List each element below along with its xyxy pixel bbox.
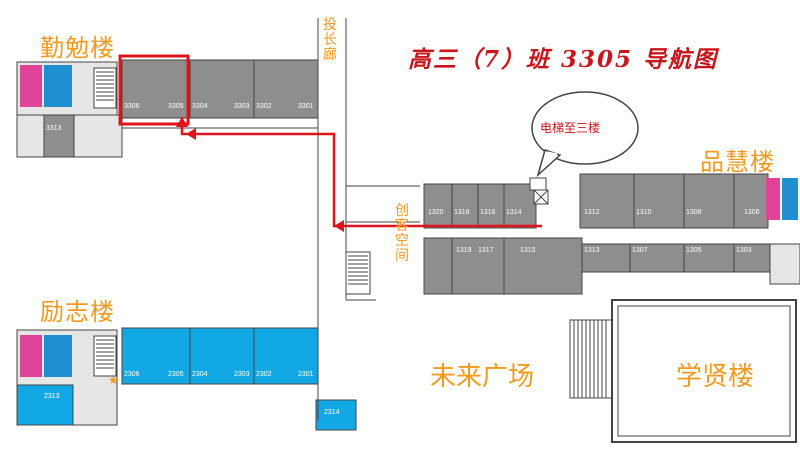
room-number: 3302 [256,103,272,110]
room-number: 1303 [736,247,752,254]
room-numbers-qinmian: 3306 3305 3304 3303 3302 3301 3313 [46,103,314,132]
future-plaza-label: 未来广场 [430,362,535,392]
building-label-qinmian: 勤勉楼 [40,34,115,62]
room-number: 1319 [456,247,472,254]
restroom-women-icon [20,65,42,107]
room-number: 2306 [124,371,140,378]
building-label-pinhui: 品慧楼 [700,148,775,176]
room-number: 2303 [234,371,250,378]
page-title: 高三（7）班 3305 导航图 [408,46,719,73]
room-2313 [16,384,74,426]
room-number: 1306 [744,209,760,216]
room-number: 2302 [256,371,272,378]
room-number: 2304 [192,371,208,378]
room-numbers-pinhui-north: 1320 1318 1316 1314 1312 1310 1308 1306 [428,209,760,216]
restroom-men-icon-3 [782,178,798,220]
room-number: 2301 [298,371,314,378]
highlight-box [118,54,190,126]
building-label-xuexian: 学贤楼 [676,362,755,392]
qinmian-building [16,59,319,158]
room-number: 2314 [324,409,340,416]
route-path [180,117,542,228]
corridor-label: 投长廊 [323,17,337,63]
room-numbers-lizhi: 2306 2305 2304 2303 2302 2301 2313 2314 [44,371,340,416]
xuexian-building [569,299,797,443]
restroom-women-icon-2 [20,335,42,377]
lizhi-building: ★ [16,327,357,431]
room-numbers-pinhui-south: 1319 1317 1315 1313 1307 1305 1303 [456,247,752,254]
route-arrowhead-west [334,220,344,232]
elevator-callout [531,91,639,178]
room-number: 1320 [428,209,444,216]
room-number: 3313 [46,125,62,132]
restroom-women-icon-3 [766,178,780,220]
innovation-space-label: 创客空间 [395,203,409,264]
pinhui-building [423,173,800,295]
callout-text: 电梯至三楼 [540,120,600,135]
room-number: 3301 [298,103,314,110]
room-number: 3304 [192,103,208,110]
room-number: 1314 [506,209,522,216]
room-number: 1318 [454,209,470,216]
restroom-men-icon [44,65,72,107]
room-number: 3303 [234,103,250,110]
room-number: 1313 [584,247,600,254]
room-number: 1312 [584,209,600,216]
building-label-lizhi: 励志楼 [40,298,115,326]
room-number: 1305 [686,247,702,254]
room-number: 1310 [636,209,652,216]
room-number: 1317 [478,247,494,254]
room-number: 2313 [44,393,60,400]
route-arrowhead-mid [186,128,196,140]
room-number: 3306 [124,103,140,110]
room-number: 1315 [520,247,536,254]
star-icon: ★ [108,373,119,387]
room-number: 3305 [168,103,184,110]
restroom-men-icon-2 [44,335,72,377]
room-3313 [43,114,75,158]
room-number: 1307 [632,247,648,254]
room-2314 [315,399,357,431]
room-number: 1308 [686,209,702,216]
room-number: 2305 [168,371,184,378]
room-number: 1316 [480,209,496,216]
